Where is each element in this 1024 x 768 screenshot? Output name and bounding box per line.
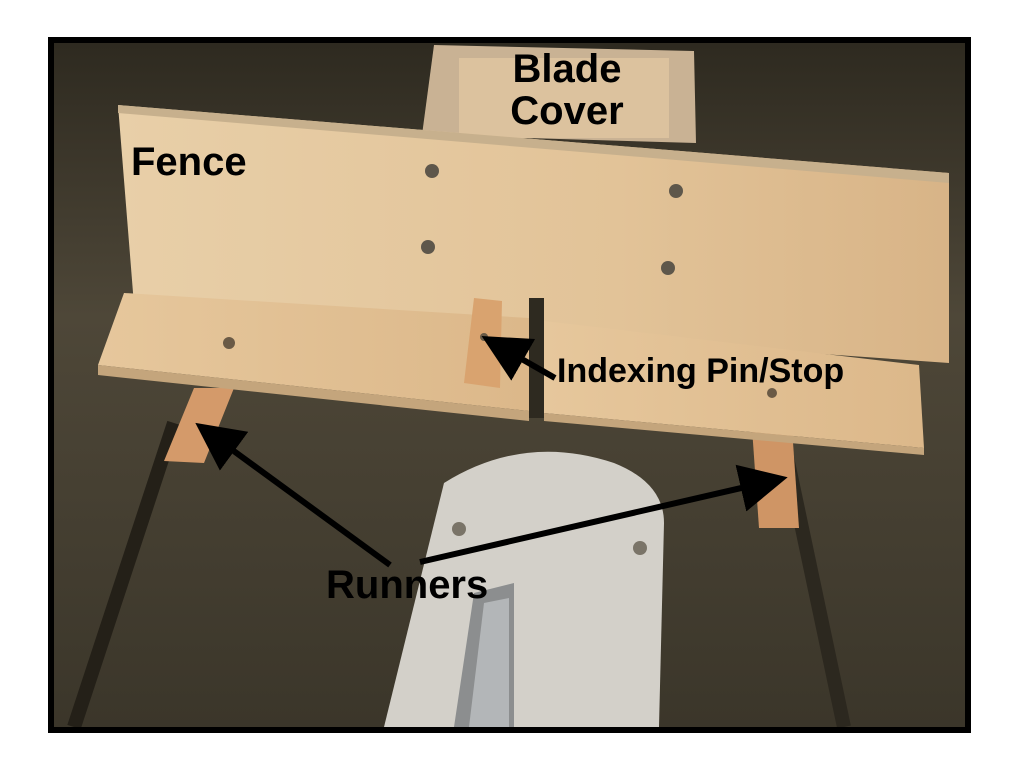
base-edge [98, 365, 529, 421]
fence-screw [669, 184, 683, 198]
blade-cover-top [459, 58, 669, 138]
insert-screw [633, 541, 647, 555]
blade-slot [529, 298, 544, 418]
miter-slot-left [67, 420, 181, 727]
insert-screw [452, 522, 466, 536]
blade-cover-label: Blade Cover [502, 48, 632, 132]
fence-label: Fence [131, 140, 247, 184]
arrow-runner-left [195, 422, 392, 568]
base-board-left [98, 293, 529, 411]
arrow-runner-right [419, 464, 788, 565]
base-screw [767, 388, 777, 398]
fence-screw [661, 261, 675, 275]
fence-top-edge [118, 105, 949, 183]
fence-board [118, 105, 949, 363]
indexing-pin-label: Indexing Pin/Stop [557, 352, 845, 390]
runners-label: Runners [326, 563, 489, 607]
fence-screw [421, 240, 435, 254]
base-board-right [544, 321, 924, 448]
arrow-indexing [481, 336, 557, 381]
blade-cover-label-line2: Cover [510, 89, 624, 133]
base-edge [544, 413, 924, 455]
fence-screw [425, 164, 439, 178]
blade-cover-label-line1: Blade [512, 47, 622, 91]
base-screw [223, 337, 235, 349]
saw-blade-teeth [469, 598, 509, 727]
